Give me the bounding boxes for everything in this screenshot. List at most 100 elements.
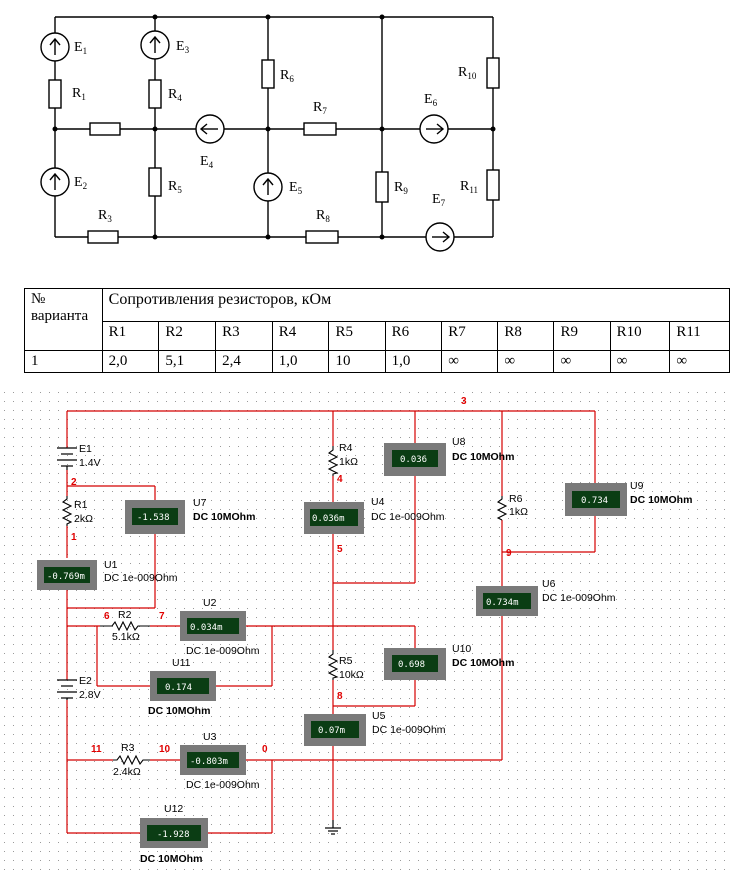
value-cell-r9: ∞: [553, 350, 611, 373]
node-11: 11: [91, 744, 102, 755]
u8-spec: DC 10MOhm: [452, 451, 514, 463]
u1-name: U1: [104, 559, 118, 571]
u9-reading: 0.734: [581, 496, 608, 506]
label-r6: R6: [280, 68, 294, 84]
label-r4: R4: [168, 87, 182, 103]
label-r10: R10: [458, 65, 477, 81]
meter-u8: 0.036 U8 DC 10MOhm: [384, 436, 514, 476]
u6-reading: 0.734m: [486, 598, 519, 608]
u9-spec: DC 10MOhm: [630, 494, 692, 506]
value-cell-r5: 10: [328, 350, 386, 373]
meter-u2: 0.034m U2 DC 1e-009Ohm: [180, 597, 260, 657]
meter-u11: 0.174 U11 DC 10MOhm: [148, 657, 216, 717]
r3-name: R3: [121, 742, 135, 754]
r1-symbol: [61, 496, 73, 526]
r2-name: R2: [118, 609, 132, 621]
u10-spec: DC 10MOhm: [452, 657, 514, 669]
r3-symbol: [87, 230, 119, 244]
u5-name: U5: [372, 710, 386, 722]
r4-symbol: [327, 446, 339, 476]
label-e5: E5: [289, 180, 303, 196]
node-10: 10: [159, 744, 171, 755]
label-e3: E3: [176, 39, 190, 55]
circuit-schematic: E1 R1 E2 R3 E3 R4 E4 R5 R6 R7 E5 R8 R9 E…: [40, 14, 500, 252]
r1-symbol: [48, 79, 62, 109]
value-cell-r1: 2,0: [101, 350, 160, 373]
meter-u6: 0.734m U6 DC 1e-009Ohm: [476, 578, 616, 616]
u11-reading: 0.174: [165, 683, 192, 693]
u5-spec: DC 1e-009Ohm: [372, 724, 446, 736]
r6-symbol: [261, 59, 275, 89]
column-header-r8: R8: [497, 321, 555, 351]
r9-symbol: [375, 171, 389, 203]
node-7: 7: [159, 611, 165, 622]
u12-reading: -1.928: [157, 830, 190, 840]
node-6: 6: [104, 611, 110, 622]
r6-name: R6: [509, 493, 523, 505]
meter-u4: 0.036m U4 DC 1e-009Ohm: [304, 496, 445, 534]
r3-value: 2.4kΩ: [113, 766, 141, 778]
label-e7: E7: [432, 192, 446, 208]
r3-symbol: [113, 754, 150, 766]
node-2: 2: [71, 477, 77, 488]
e1-battery: [57, 447, 77, 470]
u10-name: U10: [452, 643, 471, 655]
value-cell-r6: 1,0: [384, 350, 443, 373]
meter-u12: -1.928 U12 DC 10MOhm: [140, 803, 208, 865]
value-cell-r3: 2,4: [215, 350, 273, 373]
r7-symbol: [303, 122, 337, 136]
label-e6: E6: [424, 92, 438, 108]
simulation-circuit: 3 2 1 4 5 9 6 7 8 11 10 0 E1 1.4V E2 2.8…: [0, 388, 730, 878]
u6-spec: DC 1e-009Ohm: [542, 592, 616, 604]
r8-symbol: [305, 230, 339, 244]
u11-spec: DC 10MOhm: [148, 705, 210, 717]
r5-name: R5: [339, 655, 353, 667]
e2-name: E2: [79, 675, 92, 687]
column-header-r11: R11: [669, 321, 730, 351]
label-e2: E2: [74, 175, 87, 191]
r10-symbol: [486, 57, 500, 89]
label-e4: E4: [200, 154, 214, 170]
r6-value: 1kΩ: [509, 506, 528, 518]
label-e1: E1: [74, 40, 87, 56]
column-header-r3: R3: [215, 321, 273, 351]
label-r5: R5: [168, 179, 182, 195]
node-1: 1: [71, 532, 77, 543]
value-cell-r11: ∞: [669, 350, 730, 373]
u9-name: U9: [630, 480, 644, 492]
label-r8: R8: [316, 208, 330, 224]
u2-name: U2: [203, 597, 217, 609]
u3-reading: -0.803m: [190, 757, 228, 767]
u8-name: U8: [452, 436, 466, 448]
column-header-r4: R4: [271, 321, 330, 351]
column-header-r9: R9: [553, 321, 611, 351]
u4-reading: 0.036m: [312, 514, 345, 524]
column-header-r2: R2: [158, 321, 217, 351]
meter-u3: -0.803m U3 DC 1e-009Ohm: [180, 731, 260, 791]
u7-reading: -1.538: [137, 513, 170, 523]
r1-name: R1: [74, 499, 88, 511]
r1-value: 2kΩ: [74, 513, 93, 525]
r6-symbol: [496, 496, 508, 521]
e2-battery: [57, 679, 77, 700]
u2-spec: DC 1e-009Ohm: [186, 645, 260, 657]
u10-reading: 0.698: [398, 660, 425, 670]
label-r7: R7: [313, 100, 327, 116]
grid-background: [0, 388, 730, 878]
u2-reading: 0.034m: [190, 623, 223, 633]
meter-u10: 0.698 U10 DC 10MOhm: [384, 643, 514, 680]
u12-spec: DC 10MOhm: [140, 853, 202, 865]
label-r9: R9: [394, 180, 408, 196]
u4-spec: DC 1e-009Ohm: [371, 511, 445, 523]
u12-name: U12: [164, 803, 183, 815]
e1-name: E1: [79, 443, 92, 455]
r2-symbol: [100, 620, 150, 632]
column-header-r1: R1: [101, 321, 160, 351]
r2-value: 5.1kΩ: [112, 631, 140, 643]
value-cell-r2: 5,1: [158, 350, 217, 373]
u5-reading: 0.07m: [318, 726, 345, 736]
e2-value: 2.8V: [79, 689, 101, 701]
